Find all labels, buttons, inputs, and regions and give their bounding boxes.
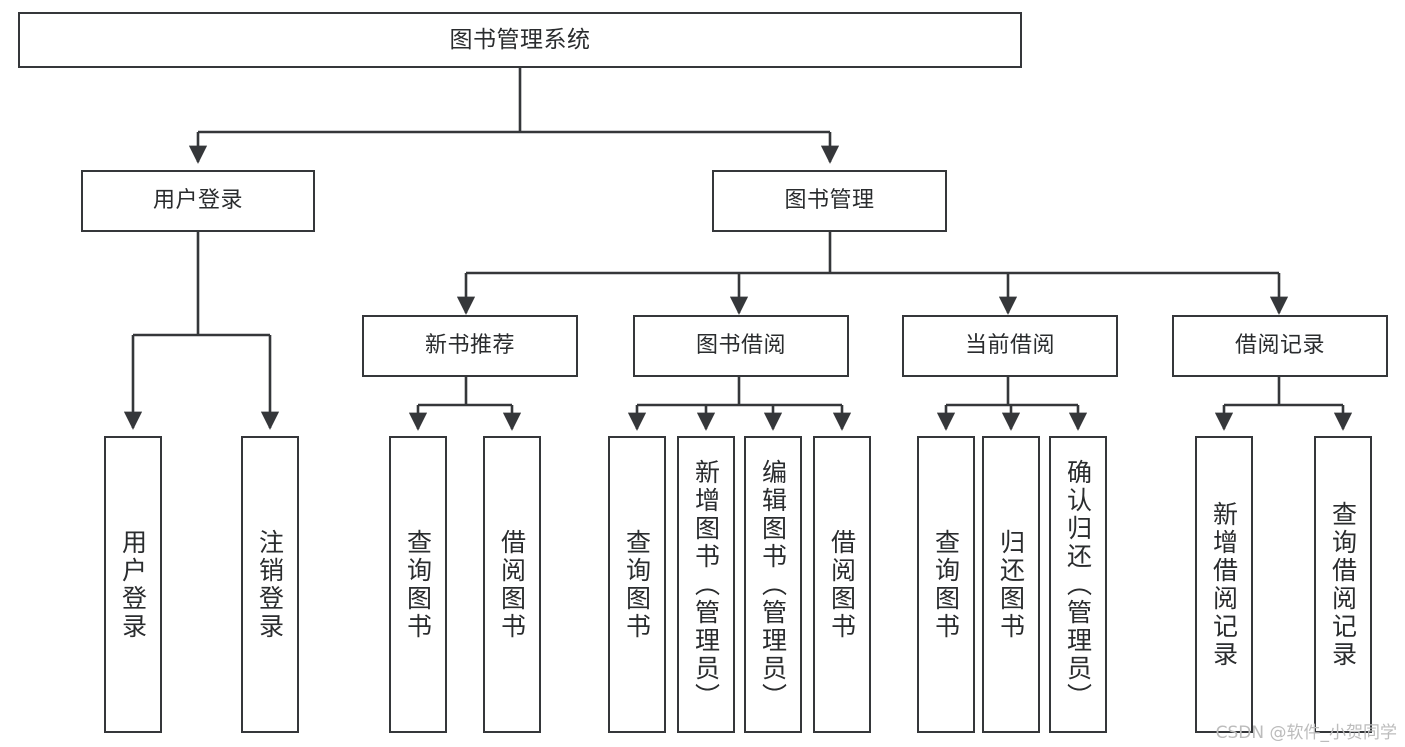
node-label: 查询图书 — [622, 528, 652, 641]
leaf-record-query-record[interactable]: 查询借阅记录 — [1314, 436, 1372, 733]
node-label: 新增借阅记录 — [1209, 500, 1239, 669]
node-label: 当前借阅 — [964, 333, 1055, 359]
node-label: 用户登录 — [118, 528, 148, 641]
node-label: 确认归还（管理员） — [1063, 458, 1093, 711]
leaf-user-login-logout[interactable]: 注销登录 — [241, 436, 299, 733]
node-label: 图书借阅 — [695, 333, 786, 359]
leaf-current-query-book[interactable]: 查询图书 — [917, 436, 975, 733]
node-label: 归还图书 — [996, 528, 1026, 641]
node-label: 用户登录 — [152, 188, 243, 214]
node-label: 图书管理 — [784, 188, 875, 214]
node-label: 借阅记录 — [1234, 333, 1325, 359]
node-label: 编辑图书（管理员） — [758, 458, 788, 711]
node-label: 查询借阅记录 — [1328, 500, 1358, 669]
leaf-borrow-edit-book-admin[interactable]: 编辑图书（管理员） — [744, 436, 802, 733]
node-book-management[interactable]: 图书管理 — [712, 170, 947, 232]
leaf-user-login-login[interactable]: 用户登录 — [104, 436, 162, 733]
leaf-current-confirm-return-admin[interactable]: 确认归还（管理员） — [1049, 436, 1107, 733]
node-label: 图书管理系统 — [449, 26, 591, 53]
leaf-record-add-record[interactable]: 新增借阅记录 — [1195, 436, 1253, 733]
leaf-new-book-query[interactable]: 查询图书 — [389, 436, 447, 733]
node-user-login[interactable]: 用户登录 — [81, 170, 315, 232]
node-book-borrow[interactable]: 图书借阅 — [633, 315, 849, 377]
node-label: 查询图书 — [931, 528, 961, 641]
leaf-borrow-query-book[interactable]: 查询图书 — [608, 436, 666, 733]
node-new-book-recommend[interactable]: 新书推荐 — [362, 315, 578, 377]
node-borrow-record[interactable]: 借阅记录 — [1172, 315, 1388, 377]
node-label: 借阅图书 — [827, 528, 857, 641]
leaf-borrow-add-book-admin[interactable]: 新增图书（管理员） — [677, 436, 735, 733]
node-label: 查询图书 — [403, 528, 433, 641]
node-label: 借阅图书 — [497, 528, 527, 641]
node-root-system[interactable]: 图书管理系统 — [18, 12, 1022, 68]
leaf-new-book-borrow[interactable]: 借阅图书 — [483, 436, 541, 733]
node-current-borrow[interactable]: 当前借阅 — [902, 315, 1118, 377]
node-label: 新增图书（管理员） — [691, 458, 721, 711]
leaf-borrow-borrow-book[interactable]: 借阅图书 — [813, 436, 871, 733]
csdn-watermark: CSDN @软件_小贺同学 — [1215, 723, 1397, 743]
leaf-current-return-book[interactable]: 归还图书 — [982, 436, 1040, 733]
node-label: 新书推荐 — [424, 333, 515, 359]
node-label: 注销登录 — [255, 528, 285, 641]
